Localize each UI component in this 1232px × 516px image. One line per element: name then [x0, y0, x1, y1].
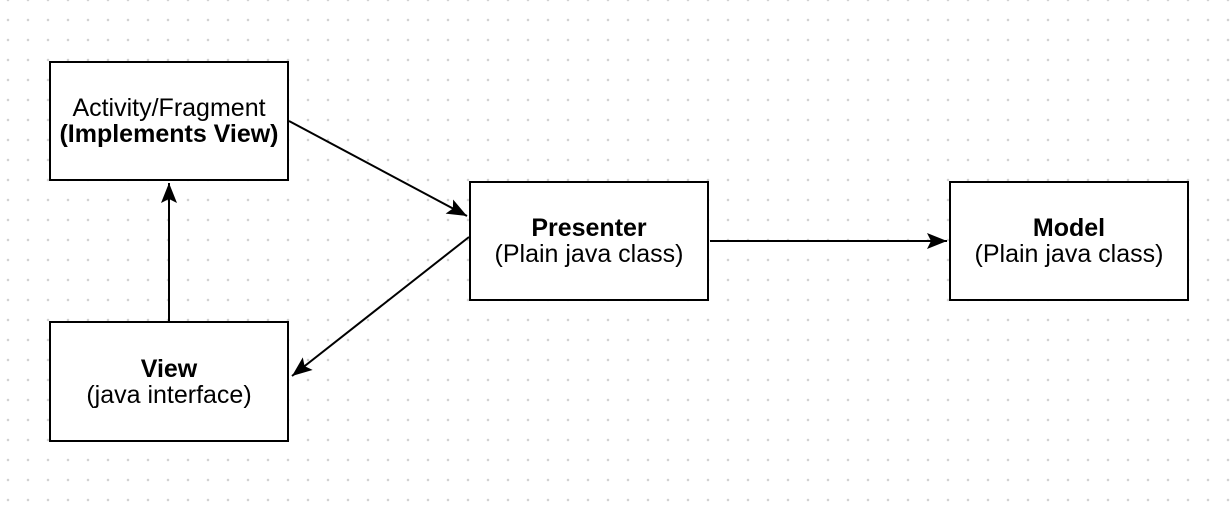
node-activity-line1: Activity/Fragment	[72, 94, 266, 122]
node-view-line2: (java interface)	[86, 380, 252, 409]
edge-presenter-to-view[interactable]	[291, 236, 470, 377]
node-view[interactable]: View (java interface)	[49, 321, 289, 442]
node-model[interactable]: Model (Plain java class)	[949, 181, 1189, 301]
node-view-line1: View	[140, 354, 198, 383]
node-presenter[interactable]: Presenter (Plain java class)	[469, 181, 709, 301]
node-presenter-line2: (Plain java class)	[494, 240, 684, 268]
edge-activity-to-presenter[interactable]	[288, 120, 468, 217]
node-presenter-line1: Presenter	[531, 214, 647, 242]
node-activity-line2: (Implements View)	[59, 120, 279, 148]
node-activity-fragment[interactable]: Activity/Fragment (Implements View)	[49, 61, 289, 181]
node-model-line1: Model	[1032, 214, 1106, 242]
node-model-line2: (Plain java class)	[974, 240, 1164, 268]
